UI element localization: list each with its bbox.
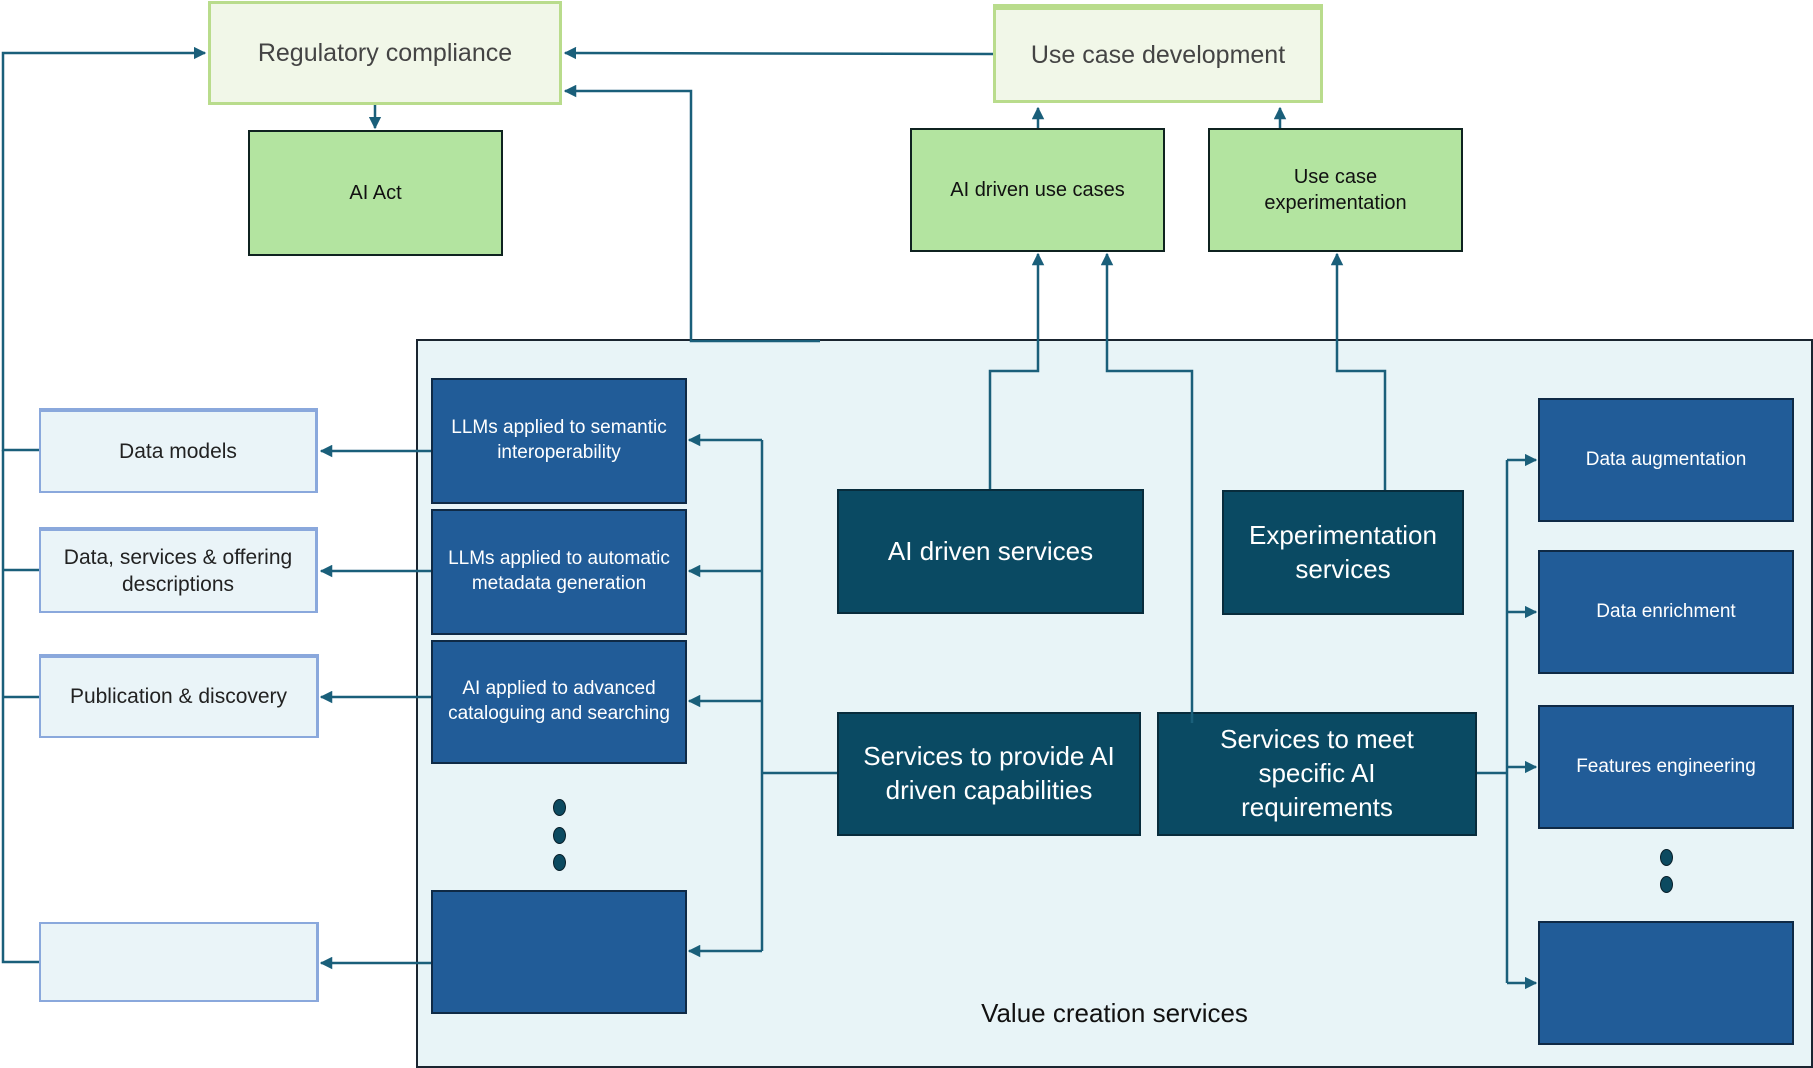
ai-driven-services-box: AI driven services bbox=[837, 489, 1144, 614]
experimentation-services-box: Experimentation services bbox=[1222, 490, 1464, 615]
ellipsis-dot bbox=[553, 799, 566, 816]
meet-ai-requirements-box: Services to meet specific AI requirement… bbox=[1157, 712, 1477, 836]
output-publication-discovery: Publication & discovery bbox=[39, 654, 319, 738]
output-data-models: Data models bbox=[39, 408, 318, 493]
ellipsis-dot bbox=[553, 827, 566, 844]
use-case-experimentation-box: Use case experimentation bbox=[1208, 128, 1463, 252]
capability-placeholder bbox=[431, 890, 687, 1014]
requirement-placeholder bbox=[1538, 921, 1794, 1045]
output-descriptions: Data, services & offering descriptions bbox=[39, 527, 318, 613]
provide-ai-capabilities-box: Services to provide AI driven capabiliti… bbox=[837, 712, 1141, 836]
requirement-data-augmentation: Data augmentation bbox=[1538, 398, 1794, 522]
capability-semantic-interop: LLMs applied to semantic interoperabilit… bbox=[431, 378, 687, 504]
panel-title: Value creation services bbox=[981, 998, 1248, 1028]
ellipsis-dot bbox=[1660, 876, 1673, 893]
ellipsis-dot bbox=[553, 854, 566, 871]
regulatory-compliance-box: Regulatory compliance bbox=[208, 1, 562, 105]
requirement-features-engineering: Features engineering bbox=[1538, 705, 1794, 829]
capability-cataloguing-searching: AI applied to advanced cataloguing and s… bbox=[431, 640, 687, 764]
capability-metadata-generation: LLMs applied to automatic metadata gener… bbox=[431, 509, 687, 635]
use-case-development-box: Use case development bbox=[993, 4, 1323, 103]
requirement-data-enrichment: Data enrichment bbox=[1538, 550, 1794, 674]
ellipsis-dot bbox=[1660, 849, 1673, 866]
output-placeholder bbox=[39, 922, 319, 1002]
ai-driven-use-cases-box: AI driven use cases bbox=[910, 128, 1165, 252]
ai-act-box: AI Act bbox=[248, 130, 503, 256]
